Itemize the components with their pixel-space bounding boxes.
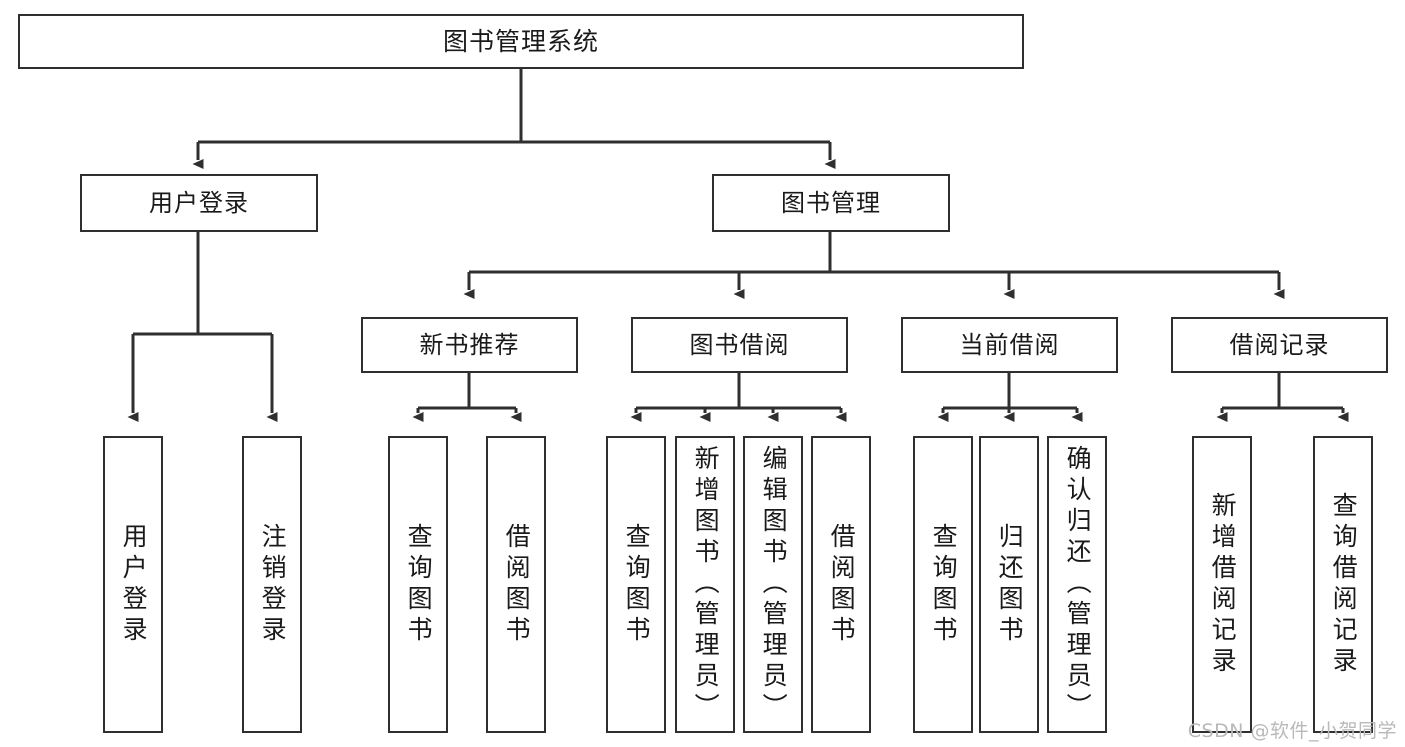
node-leaf-borrow-book-1[interactable]: 借阅图书 [486, 436, 546, 733]
node-leaf-query-record-label: 查询借阅记录 [1329, 491, 1359, 678]
node-leaf-query-record[interactable]: 查询借阅记录 [1313, 436, 1373, 733]
node-leaf-add-record-label: 新增借阅记录 [1208, 491, 1238, 678]
node-leaf-query-book-1-label: 查询图书 [404, 522, 434, 647]
node-new-book-rec-label: 新书推荐 [419, 330, 520, 359]
node-leaf-query-book-1[interactable]: 查询图书 [388, 436, 448, 733]
node-leaf-add-book[interactable]: 新增图书（管理员） [675, 436, 735, 733]
node-root[interactable]: 图书管理系统 [18, 14, 1024, 69]
node-leaf-user-login-label: 用户登录 [119, 522, 149, 647]
node-book-manage[interactable]: 图书管理 [712, 174, 950, 232]
node-leaf-confirm-return[interactable]: 确认归还（管理员） [1047, 436, 1107, 733]
node-leaf-edit-book[interactable]: 编辑图书（管理员） [743, 436, 803, 733]
node-leaf-borrow-book-2-label: 借阅图书 [827, 522, 857, 647]
node-user-login-label: 用户登录 [149, 188, 249, 217]
node-leaf-edit-book-label: 编辑图书（管理员） [759, 445, 789, 724]
node-leaf-query-book-2-label: 查询图书 [622, 522, 652, 647]
node-borrow-record-label: 借阅记录 [1229, 330, 1330, 359]
node-leaf-logout-label: 注销登录 [258, 522, 288, 647]
node-current-borrow-label: 当前借阅 [959, 330, 1060, 359]
node-leaf-query-book-2[interactable]: 查询图书 [606, 436, 666, 733]
csdn-watermark: CSDN @软件_小贺同学 [1187, 720, 1397, 742]
node-leaf-borrow-book-1-label: 借阅图书 [502, 522, 532, 647]
node-leaf-query-book-3[interactable]: 查询图书 [913, 436, 973, 733]
node-leaf-confirm-return-label: 确认归还（管理员） [1063, 445, 1093, 724]
node-leaf-user-login[interactable]: 用户登录 [103, 436, 163, 733]
node-book-manage-label: 图书管理 [781, 188, 881, 217]
node-leaf-add-book-label: 新增图书（管理员） [691, 445, 721, 724]
node-leaf-return-book-label: 归还图书 [995, 522, 1025, 647]
node-leaf-borrow-book-2[interactable]: 借阅图书 [811, 436, 871, 733]
node-borrow-record[interactable]: 借阅记录 [1171, 317, 1388, 373]
node-leaf-return-book[interactable]: 归还图书 [979, 436, 1039, 733]
node-current-borrow[interactable]: 当前借阅 [901, 317, 1118, 373]
node-new-book-rec[interactable]: 新书推荐 [361, 317, 578, 373]
node-leaf-logout[interactable]: 注销登录 [242, 436, 302, 733]
node-root-label: 图书管理系统 [442, 26, 599, 56]
node-book-borrow[interactable]: 图书借阅 [631, 317, 848, 373]
node-book-borrow-label: 图书借阅 [689, 330, 790, 359]
node-user-login[interactable]: 用户登录 [80, 174, 318, 232]
node-leaf-query-book-3-label: 查询图书 [929, 522, 959, 647]
node-leaf-add-record[interactable]: 新增借阅记录 [1192, 436, 1252, 733]
